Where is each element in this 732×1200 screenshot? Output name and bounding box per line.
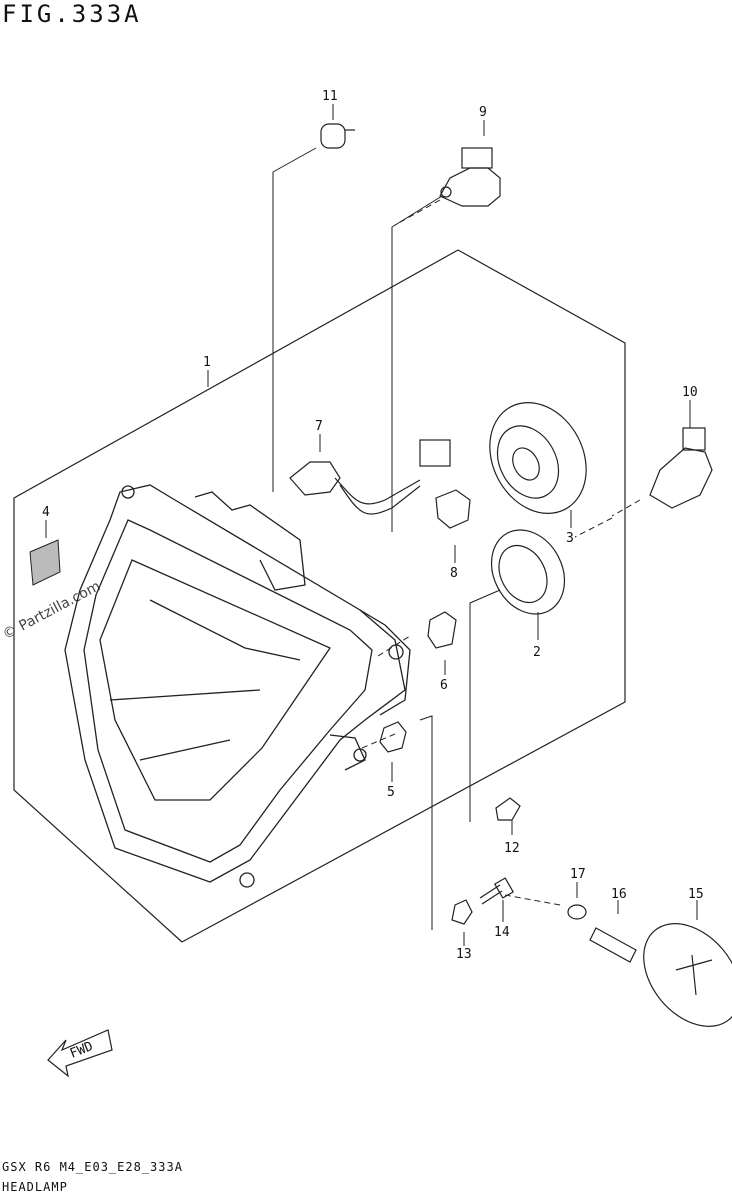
mount-parts: [567, 904, 732, 1027]
part-3-cap: [489, 402, 587, 514]
figure-name: HEADLAMP: [2, 1180, 68, 1194]
callout-16: 16: [611, 887, 627, 902]
part-17-washer: [567, 904, 587, 920]
callout-12: 12: [504, 841, 520, 856]
callout-6: 6: [440, 678, 448, 693]
part-13-nut: [451, 899, 473, 925]
callout-10: 10: [682, 385, 698, 400]
grommets: [379, 611, 457, 753]
part-9-bulb: [439, 147, 501, 207]
callout-3: 3: [566, 531, 574, 546]
part-2-seal: [490, 529, 566, 615]
callout-15: 15: [688, 887, 704, 902]
callout-2: 2: [533, 645, 541, 660]
callout-5: 5: [387, 785, 395, 800]
part-8-socket: [435, 489, 471, 529]
fwd-arrow: FWD: [47, 1029, 113, 1078]
leader-lines: [45, 104, 698, 946]
callout-7: 7: [315, 419, 323, 434]
part-15-cover: [643, 923, 732, 1027]
headlamp-housing: [64, 484, 411, 888]
part-14-bolt: [479, 884, 503, 905]
part-16-spacer: [589, 927, 637, 963]
part-12-screw: [495, 797, 521, 821]
callout-4: 4: [42, 505, 50, 520]
callout-14: 14: [494, 925, 510, 940]
part-10-bulb: [649, 427, 713, 509]
callout-11: 11: [322, 89, 338, 104]
part-11-bulb: [320, 123, 355, 149]
figure-code: GSX R6 M4_E03_E28_333A: [2, 1160, 183, 1174]
callout-13: 13: [456, 947, 472, 962]
figure-title: FIG.333A: [2, 0, 142, 28]
part-7-socket-harness: [289, 439, 451, 515]
part-6-grommet: [427, 611, 457, 649]
part-5-grommet: [379, 721, 407, 753]
callout-17: 17: [570, 867, 586, 882]
assembly-box-outline: [13, 249, 626, 943]
callout-9: 9: [479, 105, 487, 120]
callout-labels: 1 2 3 4 5 6 7 8 9 10 11 12 13 14 15 16 1…: [42, 89, 704, 962]
assembly-frame: [13, 249, 626, 943]
part-4-label-sticker: [29, 539, 61, 586]
callout-1: 1: [203, 355, 211, 370]
callout-8: 8: [450, 566, 458, 581]
fasteners: [451, 797, 521, 925]
